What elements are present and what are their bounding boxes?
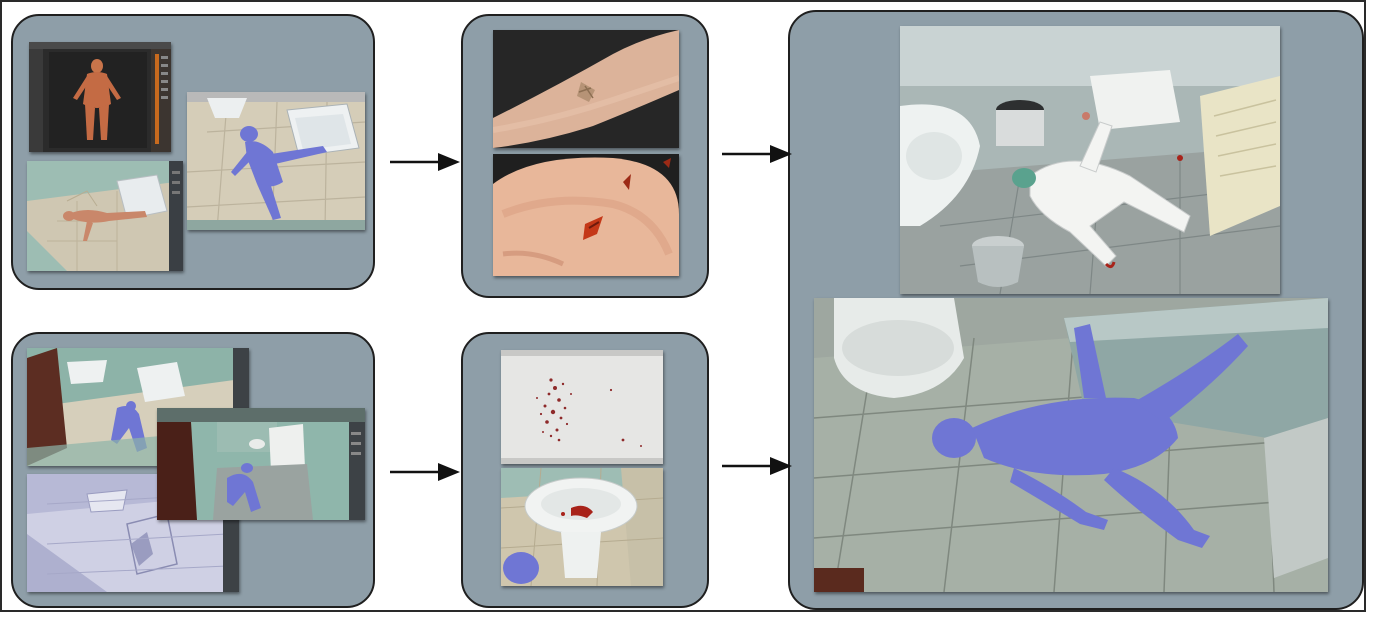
final-comparison-panel xyxy=(788,10,1364,610)
avatar-placement-view xyxy=(187,92,365,230)
modeling-panel xyxy=(11,14,375,290)
arm-abrasion-closeup xyxy=(493,30,679,148)
bloodstain-panel xyxy=(461,332,709,608)
arrow-bottom-1 xyxy=(390,460,460,484)
crime-scene-photo xyxy=(900,26,1280,294)
scene-overhead-view xyxy=(27,161,183,271)
wound-detail-panel xyxy=(461,14,709,298)
head-laceration-closeup xyxy=(493,154,679,276)
arrow-bottom-2 xyxy=(722,454,792,478)
toilet-blood-render xyxy=(501,468,663,586)
scene-setup-panel xyxy=(11,332,375,608)
arrow-top-2 xyxy=(722,142,792,166)
door-perspective-view xyxy=(157,408,365,520)
reconstruction-render xyxy=(814,298,1328,592)
arrow-top-1 xyxy=(390,150,460,174)
blood-spatter-sample xyxy=(501,350,663,464)
software-avatar-view xyxy=(29,42,171,152)
